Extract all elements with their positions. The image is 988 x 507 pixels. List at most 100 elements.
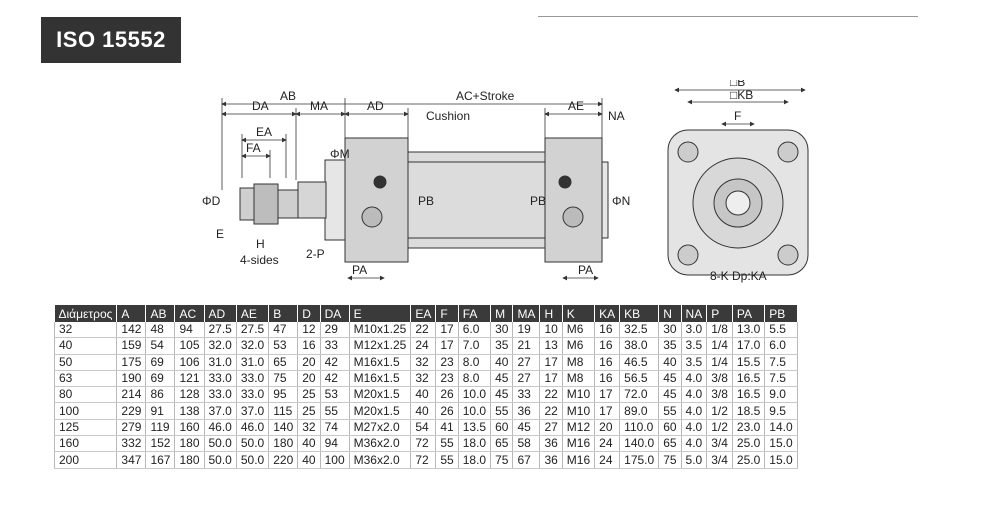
table-cell: 50	[53, 354, 118, 371]
table-cell: 54	[145, 337, 176, 355]
table-cell: 5.0	[681, 451, 708, 469]
label-ac-stroke: AC+Stroke	[456, 89, 515, 103]
table-cell: 74	[320, 419, 350, 437]
table-cell: 6.0	[764, 337, 798, 355]
table-cell: 65	[658, 435, 682, 453]
label-ae: AE	[568, 99, 584, 113]
table-cell: M16x1.5	[349, 370, 412, 388]
table-cell: 40	[658, 354, 682, 371]
table-cell: 15.0	[764, 435, 798, 453]
table-cell: 10.0	[458, 402, 492, 420]
column-header: B	[268, 305, 299, 322]
column-header: N	[658, 305, 682, 322]
table-cell: 55	[658, 402, 682, 420]
table-cell: 94	[320, 435, 350, 453]
table-cell: 56.5	[619, 370, 660, 388]
table-cell: M10	[562, 386, 596, 404]
table-cell: M36x2.0	[349, 451, 412, 469]
table-cell: 100	[53, 402, 118, 420]
table-cell: 86	[145, 386, 176, 404]
table-cell: 29	[320, 322, 350, 339]
column-header: KB	[619, 305, 660, 322]
table-cell: 152	[145, 435, 176, 453]
table-cell: 110.0	[619, 419, 660, 437]
table-cell: 7.5	[764, 370, 798, 388]
table-cell: 140.0	[619, 435, 660, 453]
table-cell: 32.0	[236, 337, 270, 355]
table-cell: 50.0	[236, 451, 270, 469]
table-cell: 21	[512, 337, 541, 355]
table-cell: 67	[512, 451, 541, 469]
table-cell: 17	[539, 370, 563, 388]
column-header: DA	[320, 305, 350, 322]
table-cell: 175	[116, 354, 147, 371]
table-cell: 190	[116, 370, 147, 388]
table-cell: M8	[562, 354, 596, 371]
label-phi-n: ΦN	[612, 194, 630, 208]
table-cell: 32.0	[204, 337, 237, 355]
table-cell: 32	[297, 419, 321, 437]
table-cell: 17	[594, 386, 621, 404]
table-cell: 33.0	[204, 386, 237, 404]
table-cell: 180	[268, 435, 299, 453]
table-cell: 160	[53, 435, 118, 453]
label-sq-b: □B	[730, 80, 745, 89]
table-cell: 12	[297, 322, 321, 339]
label-ad: AD	[367, 99, 384, 113]
table-cell: 20	[297, 354, 321, 371]
table-cell: 106	[174, 354, 205, 371]
table-cell: 20	[297, 370, 321, 388]
technical-drawing: AB AC+Stroke DA MA AD Cushion AE NA EA F…	[202, 80, 809, 283]
table-cell: 24	[594, 451, 621, 469]
table-cell: 41	[435, 419, 459, 437]
label-phi-m: ΦM	[330, 147, 350, 161]
table-cell: 4.0	[681, 419, 708, 437]
table-cell: 37.0	[236, 402, 270, 420]
table-cell: 26	[435, 402, 459, 420]
table-cell: 22	[539, 386, 563, 404]
table-cell: 69	[145, 370, 176, 388]
table-cell: 1/4	[706, 354, 733, 371]
table-cell: 32	[53, 322, 118, 339]
label-na: NA	[608, 109, 625, 123]
label-pb-right: PB	[530, 194, 546, 208]
table-cell: 23	[435, 354, 459, 371]
table-cell: 3/8	[706, 386, 733, 404]
table-cell: M10	[562, 402, 596, 420]
table-cell: M27x2.0	[349, 419, 412, 437]
table-cell: 46.5	[619, 354, 660, 371]
table-cell: 33.0	[236, 386, 270, 404]
table-cell: 50.0	[204, 435, 237, 453]
table-cell: M20x1.5	[349, 386, 412, 404]
table-cell: 75	[490, 451, 514, 469]
table-cell: 279	[116, 419, 147, 437]
table-cell: 9.0	[764, 386, 798, 404]
table-cell: 91	[145, 402, 176, 420]
table-cell: M6	[562, 322, 596, 339]
table-cell: 54	[410, 419, 437, 437]
label-2-p: 2-P	[306, 247, 325, 261]
column-header: AC	[174, 305, 205, 322]
table-cell: 18.5	[732, 402, 766, 420]
column-header: E	[349, 305, 412, 322]
table-cell: 32	[410, 370, 437, 388]
column-header: K	[562, 305, 596, 322]
table-cell: 27.5	[204, 322, 237, 339]
table-cell: 1/4	[706, 337, 733, 355]
column-header: A	[116, 305, 147, 322]
column-header: AB	[145, 305, 176, 322]
table-cell: 36	[539, 451, 563, 469]
column-header: NA	[681, 305, 708, 322]
table-cell: 45	[490, 370, 514, 388]
label-pb-left: PB	[418, 194, 434, 208]
table-cell: 22	[539, 402, 563, 420]
table-cell: 72	[410, 451, 437, 469]
table-cell: 26	[435, 386, 459, 404]
table-cell: 17	[435, 322, 459, 339]
table-cell: 18.0	[458, 435, 492, 453]
